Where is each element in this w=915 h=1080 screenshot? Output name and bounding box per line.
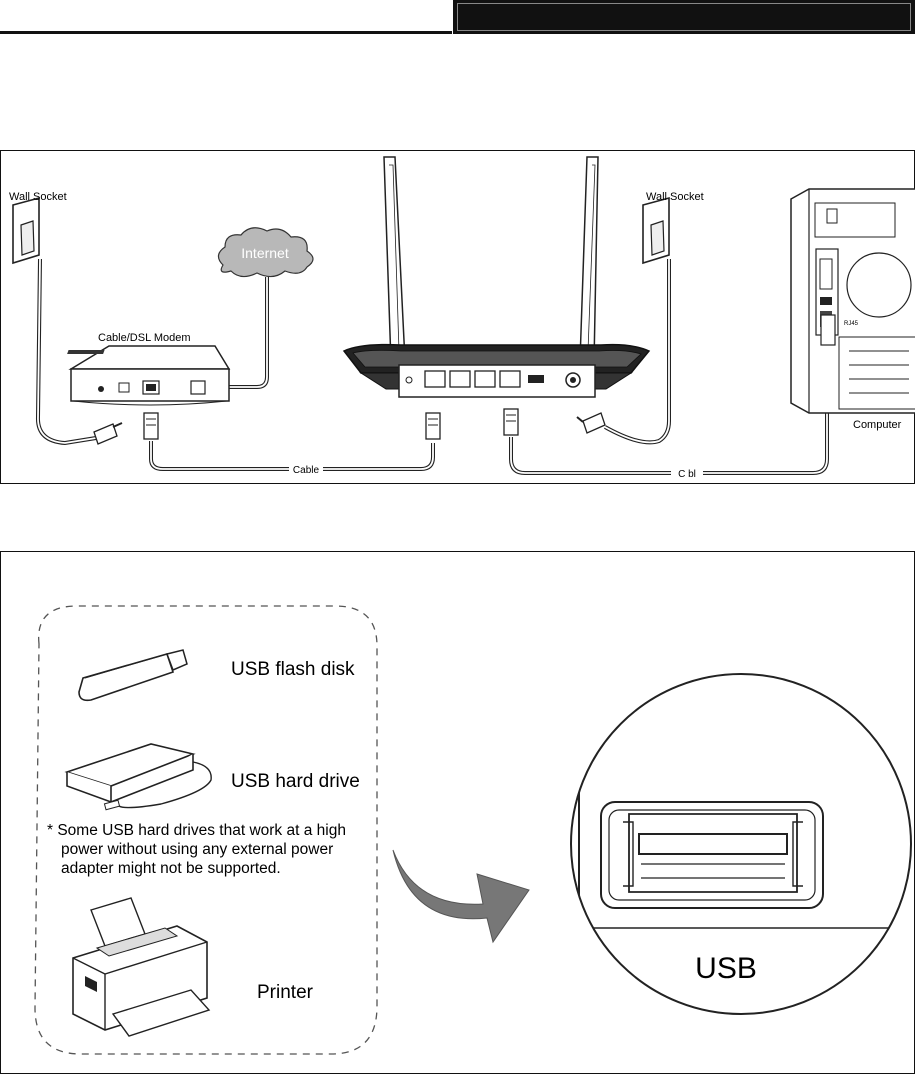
connection-diagram-panel: Wall Socket Internet Cable/DSL Modem Cab… (0, 150, 915, 484)
connection-diagram: Wall Socket Internet Cable/DSL Modem Cab… (1, 151, 915, 485)
computer-label: Computer (853, 419, 902, 431)
header-bar-inner (457, 3, 911, 31)
cable-label-left: Cable (293, 465, 320, 476)
router-antenna-right (580, 157, 598, 363)
note-line-2: power without using any external power (61, 841, 333, 858)
usb-diagram-panel: USB flash disk USB hard drive * Some USB… (0, 551, 915, 1074)
header-bar (453, 0, 915, 34)
usb-flash-disk-icon (79, 650, 187, 700)
rj45-plug-router-wan (426, 413, 440, 439)
router-device (344, 345, 649, 397)
router-antenna-left (384, 157, 405, 363)
modem-device (67, 346, 229, 405)
internet-label: Internet (241, 245, 289, 261)
printer-icon (73, 898, 209, 1036)
rj45-label: RJ45 (844, 321, 859, 327)
modem-label: Cable/DSL Modem (98, 332, 191, 344)
wall-socket-right-label: Wall Socket (646, 191, 704, 203)
wall-socket-left-label: Wall Socket (9, 191, 67, 203)
wall-socket-left (13, 198, 39, 263)
curved-arrow-icon (393, 850, 529, 942)
usb-hard-drive-label: USB hard drive (231, 771, 360, 792)
power-plug-right (577, 413, 605, 433)
wall-socket-right (643, 198, 669, 263)
usb-port-label: USB (695, 952, 757, 985)
note-line-1: * Some USB hard drives that work at a hi… (47, 822, 346, 839)
rj45-plug-modem (144, 413, 158, 439)
power-plug-left (94, 423, 122, 444)
cable-label-right: C bl (678, 469, 696, 480)
computer-tower (791, 189, 915, 413)
rj45-plug-router-lan (504, 409, 518, 435)
header-rule (0, 0, 452, 34)
usb-diagram: USB flash disk USB hard drive * Some USB… (1, 552, 915, 1075)
note-line-3: adapter might not be supported. (61, 860, 281, 877)
printer-label: Printer (257, 982, 314, 1003)
usb-hard-drive-icon (67, 744, 211, 810)
usb-flash-disk-label: USB flash disk (231, 659, 355, 680)
